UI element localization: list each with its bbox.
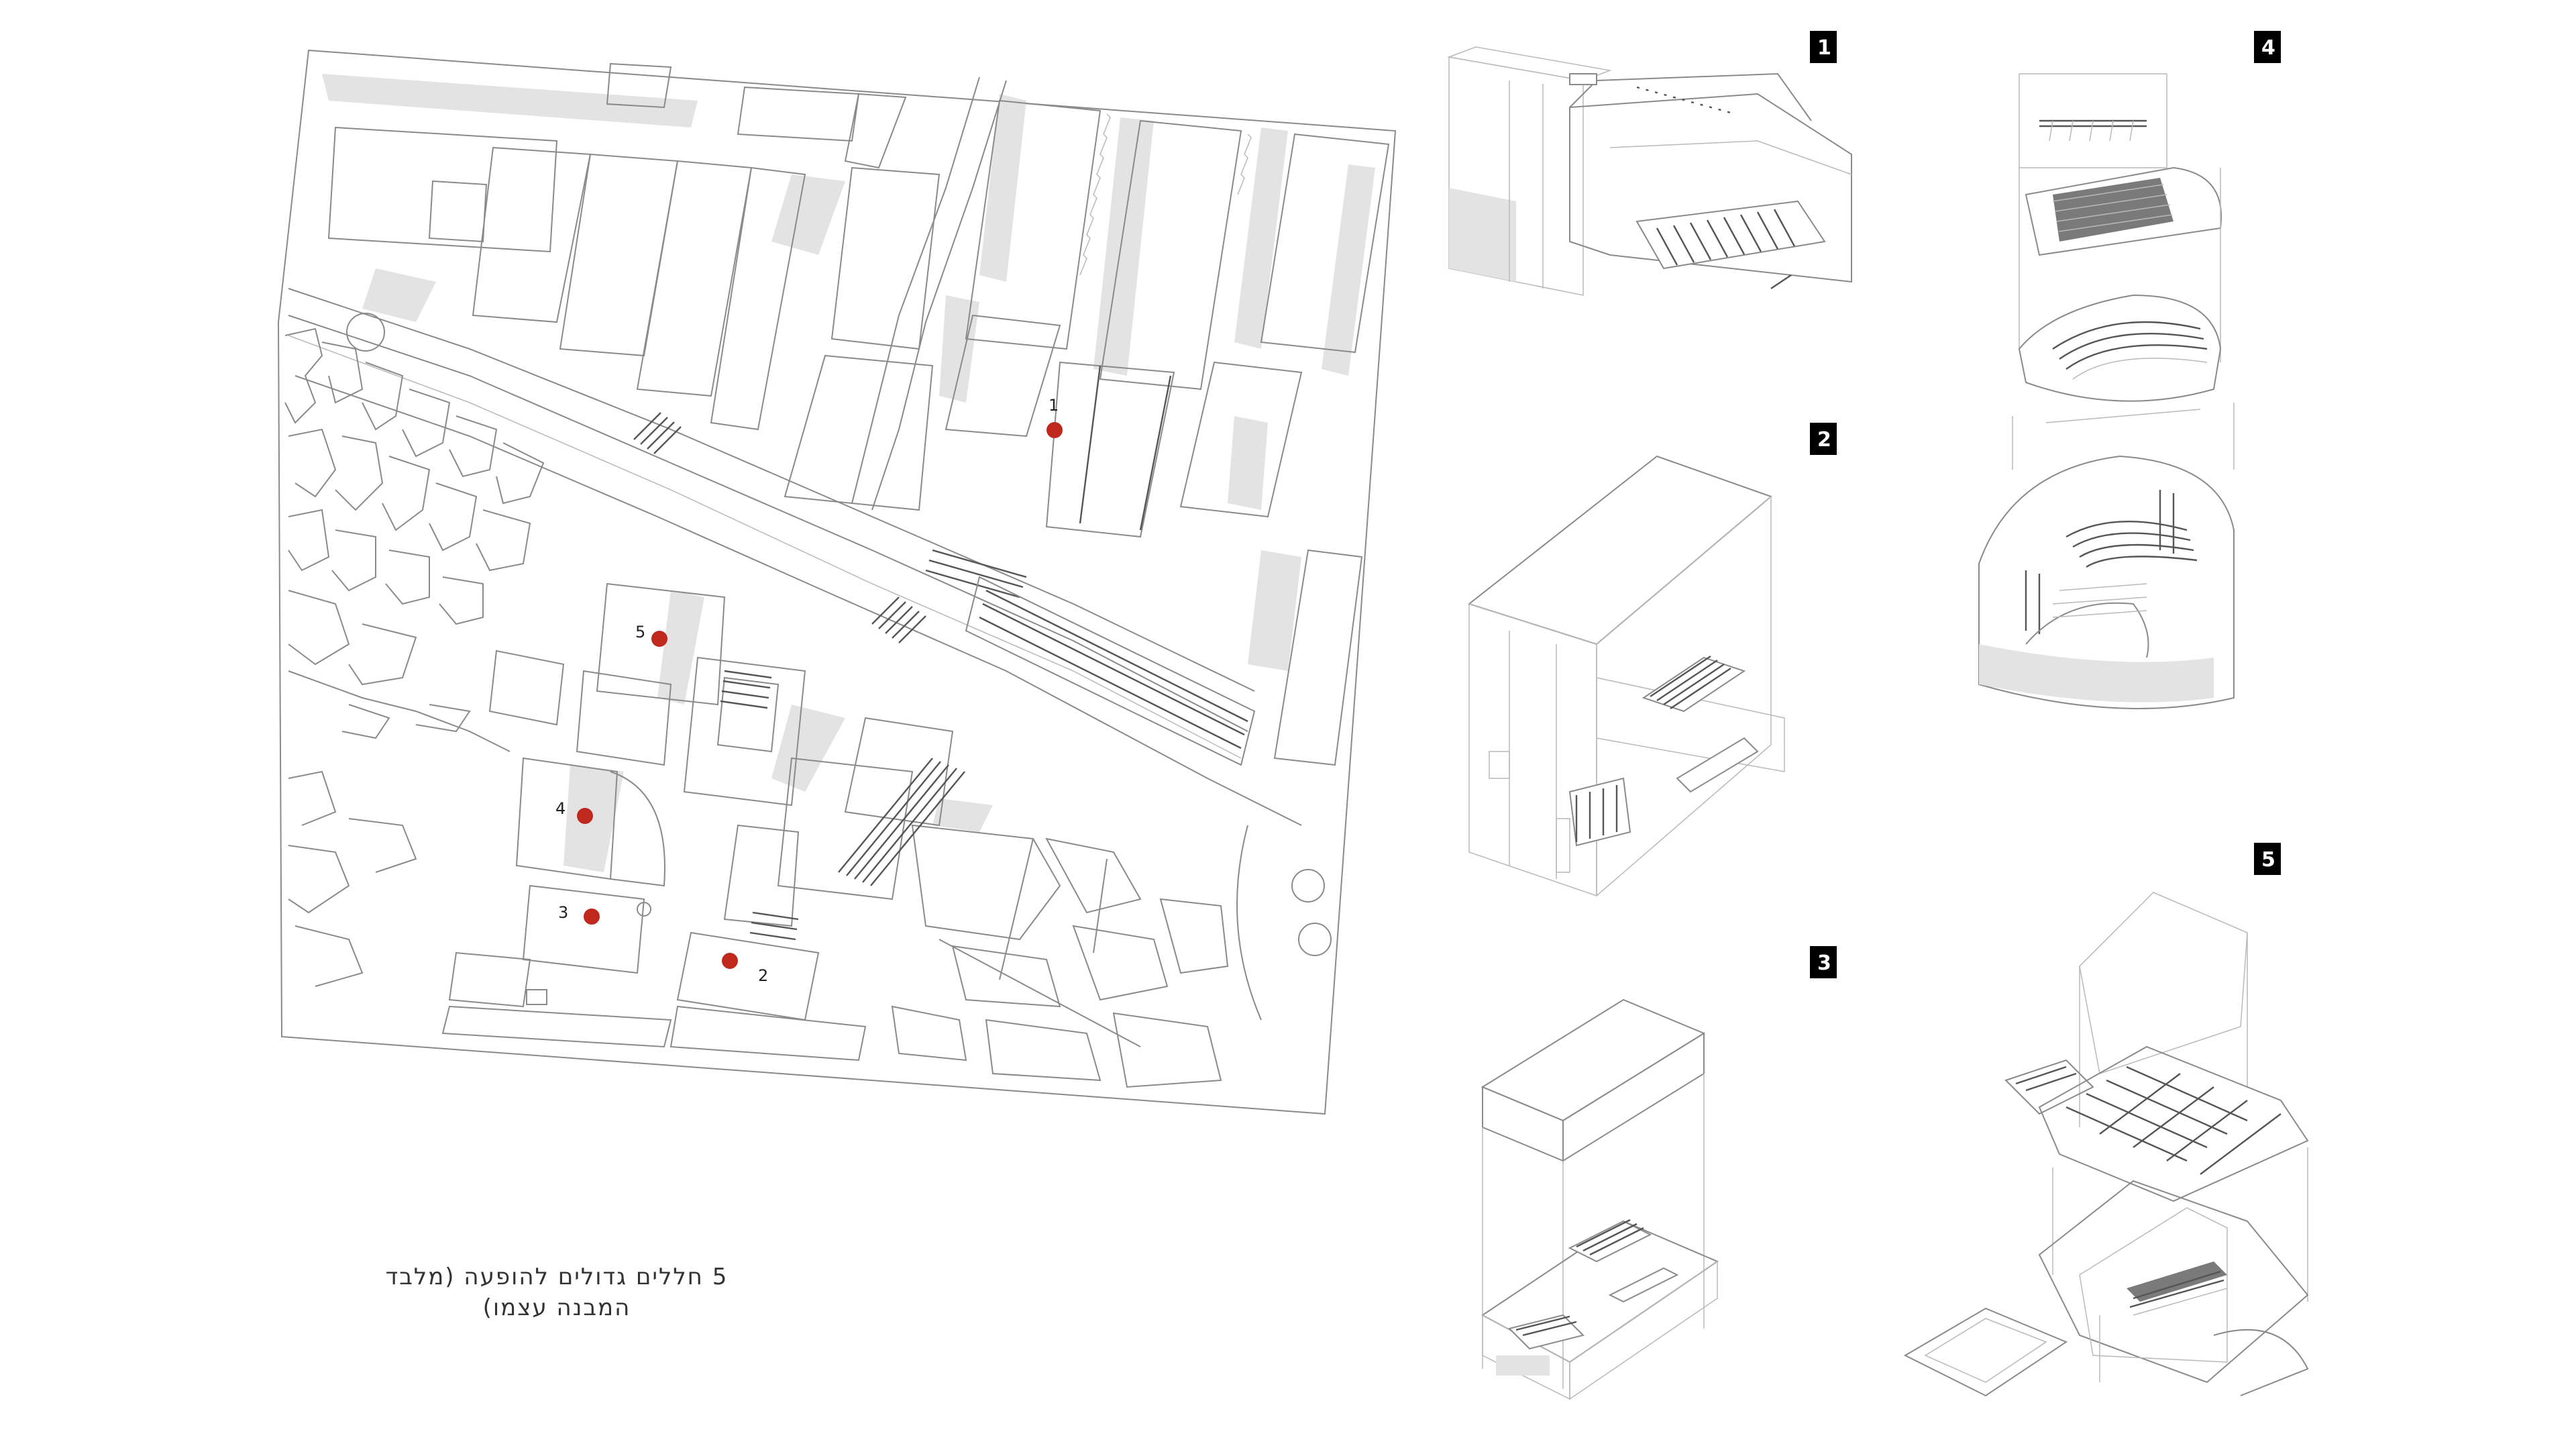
site-plan — [277, 49, 1397, 1115]
axo3-seating — [1508, 1219, 1679, 1350]
site-marker-4-label: 4 — [555, 799, 566, 818]
badge-5: 5 — [2254, 843, 2281, 875]
axo2-seating — [1568, 656, 1759, 847]
axo4-main-hall — [2025, 490, 2198, 658]
axo5-grid-ceiling — [2065, 1066, 2282, 1175]
site-marker-5: 5 — [635, 623, 667, 647]
axonometric-5 — [1903, 892, 2309, 1397]
badge-4: 4 — [2254, 31, 2281, 63]
badge-1-label: 1 — [1817, 36, 1831, 60]
axo4-rigging — [2039, 119, 2147, 142]
site-marker-2: 2 — [722, 953, 768, 985]
site-performance-cluster — [441, 582, 965, 1062]
badge-4-label: 4 — [2261, 36, 2275, 60]
axo4-balcony-seats — [2052, 321, 2208, 380]
axo1-rooftop-dots — [1636, 86, 1731, 114]
site-markers: 1 5 4 3 2 — [555, 396, 1063, 985]
axonometric-1 — [1447, 46, 1852, 296]
badge-3-label: 3 — [1817, 951, 1831, 975]
site-road — [288, 76, 1332, 1021]
site-old-city-east — [891, 824, 1229, 1088]
crosswalk-stripes — [633, 412, 1027, 643]
axonometric-2 — [1467, 455, 1785, 897]
site-marker-5-label: 5 — [635, 623, 645, 641]
site-marker-3-label: 3 — [558, 903, 568, 922]
badge-1: 1 — [1810, 31, 1837, 63]
badge-2: 2 — [1810, 423, 1837, 455]
badge-5-label: 5 — [2261, 848, 2275, 872]
axonometric-3 — [1481, 998, 1719, 1400]
axo5-seating — [2127, 1261, 2228, 1316]
axo4-grid-ceiling — [2052, 178, 2174, 242]
site-buildings-north — [327, 62, 907, 431]
site-stairs — [720, 670, 965, 941]
site-marker-3: 3 — [558, 903, 600, 925]
axonometric-badges: 1 2 3 4 5 — [1810, 31, 2281, 978]
axonometric-4 — [1978, 73, 2235, 709]
plan-caption: 5 חללים גדולים להופעה (מלבד המבנה עצמו) — [385, 1263, 729, 1321]
axo1-seating — [1656, 209, 1796, 266]
site-marker-1: 1 — [1046, 396, 1063, 438]
site-old-city — [284, 327, 545, 987]
badge-2-label: 2 — [1817, 428, 1831, 452]
site-buildings-east — [784, 99, 1390, 766]
site-marker-4: 4 — [555, 799, 593, 824]
site-marker-1-label: 1 — [1049, 396, 1059, 415]
badge-3: 3 — [1810, 946, 1837, 978]
site-marker-2-label: 2 — [758, 966, 768, 985]
